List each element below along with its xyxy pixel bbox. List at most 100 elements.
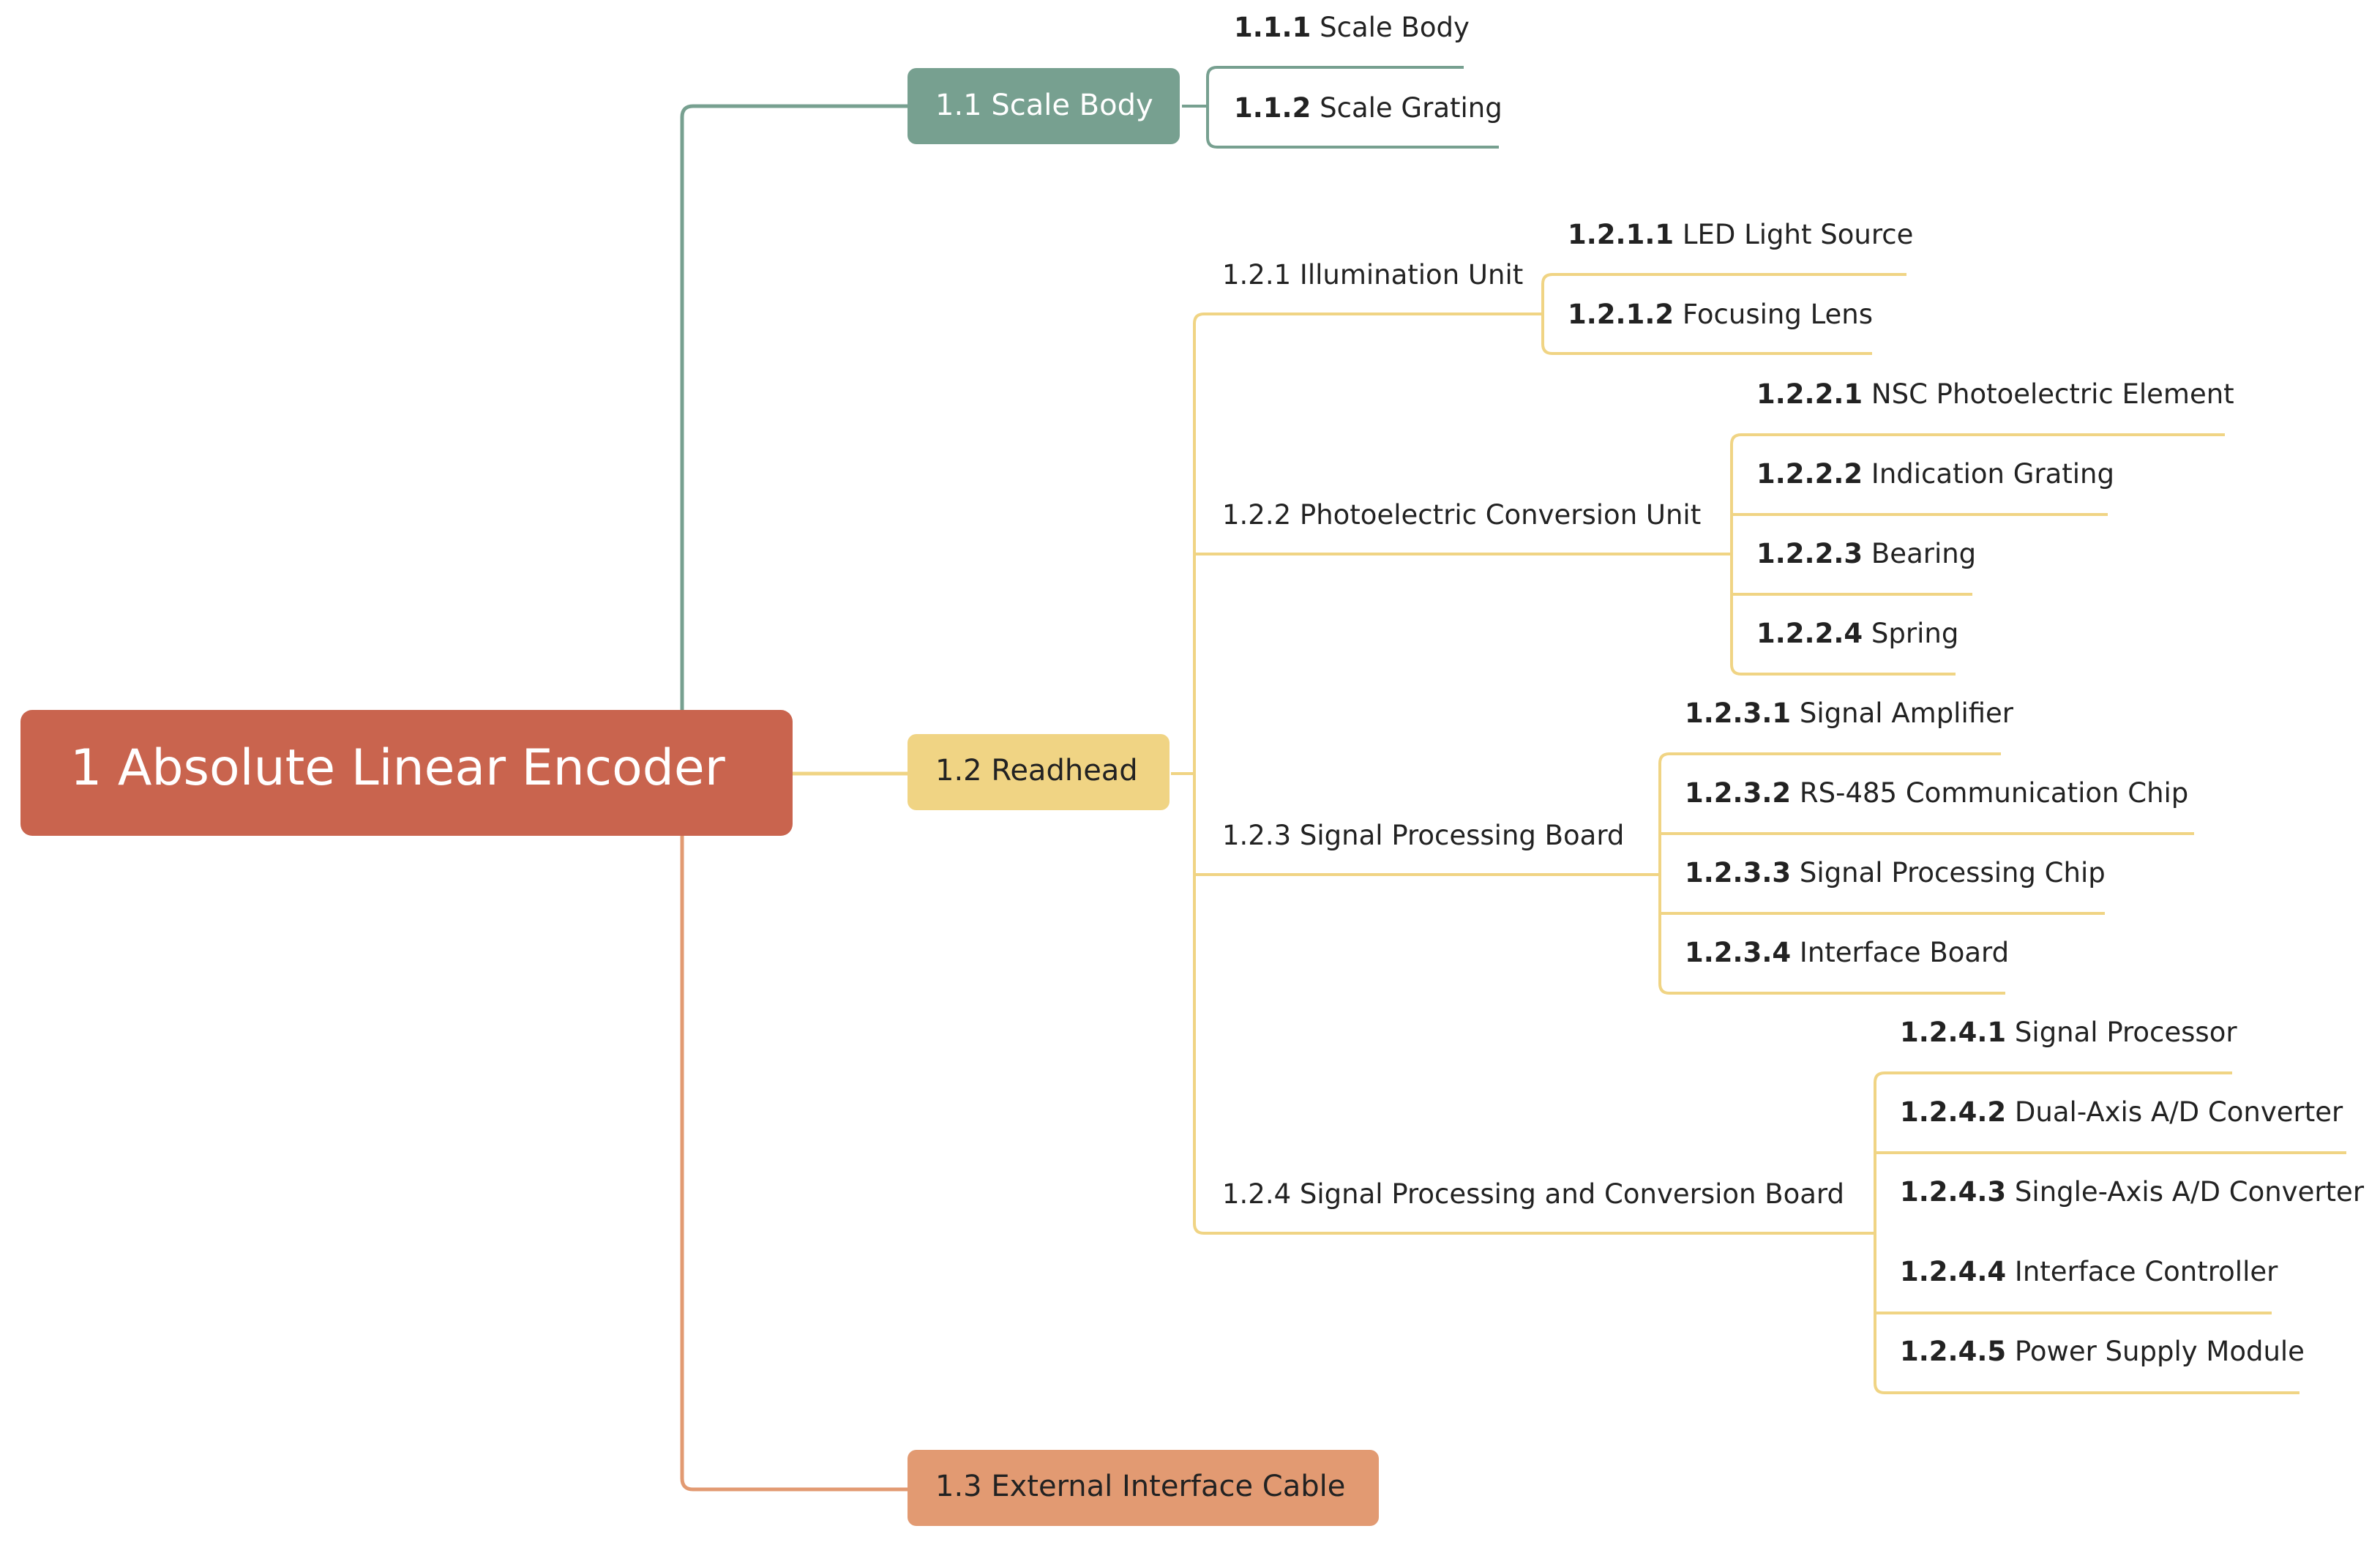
leaf-name: Single-Axis A/D Converter (2015, 1176, 2365, 1208)
subtopic-space (1311, 12, 1320, 43)
leaf-space (1863, 378, 1871, 410)
leaf-name: Signal Processor (2015, 1017, 2237, 1048)
subtopic-1.2.4-label[interactable]: 1.2.4 Signal Processing and Conversion B… (1222, 1178, 1844, 1210)
branch-node-readhead-box (908, 734, 1170, 810)
leaf-code: 1.2.3.4 (1685, 937, 1791, 968)
leaf-1.2.2.3[interactable]: 1.2.2.3 Bearing (1756, 538, 1976, 569)
leaf-1.2.3.2[interactable]: 1.2.3.2 RS-485 Communication Chip (1685, 777, 2188, 809)
leaf-space (2006, 1336, 2015, 1367)
leaf-name: Dual-Axis A/D Converter (2015, 1096, 2343, 1128)
leaf-space (2006, 1017, 2015, 1048)
svg-text:1.2.4.3 Single-Axis A/D Conver: 1.2.4.3 Single-Axis A/D Converter (1900, 1176, 2365, 1208)
connector-1.2.4.5 (1874, 1233, 2299, 1394)
subtopic-code: 1.1.1 (1234, 12, 1311, 43)
subtopic-1.1.2[interactable]: 1.1.2 Scale Grating (1234, 92, 1503, 124)
subtopic-name: Scale Grating (1320, 92, 1503, 124)
leaf-code: 1.2.2.4 (1756, 618, 1863, 649)
leaf-1.2.3.4[interactable]: 1.2.3.4 Interface Board (1685, 937, 2009, 968)
leaf-space (2006, 1256, 2015, 1287)
leaf-space (2006, 1096, 2015, 1128)
connector-1.2.3.1 (1658, 752, 2001, 875)
leaf-code: 1.2.4.1 (1900, 1017, 2006, 1048)
svg-text:1.2.2.1 NSC Photoelectric Elem: 1.2.2.1 NSC Photoelectric Element (1756, 378, 2234, 410)
leaf-code: 1.2.2.2 (1756, 458, 1863, 490)
leaf-1.2.4.2[interactable]: 1.2.4.2 Dual-Axis A/D Converter (1900, 1096, 2343, 1128)
leaf-space (1791, 697, 1800, 729)
leaf-1.2.4.3[interactable]: 1.2.4.3 Single-Axis A/D Converter (1900, 1176, 2365, 1208)
subtopic-1.1.1[interactable]: 1.1.1 Scale Body (1234, 12, 1470, 43)
leaf-code: 1.2.3.3 (1685, 857, 1791, 889)
svg-text:1.2.4.1 Signal Processor: 1.2.4.1 Signal Processor (1900, 1017, 2237, 1048)
leaf-code: 1.2.3.1 (1685, 697, 1791, 729)
leaf-code: 1.2.4.2 (1900, 1096, 2006, 1128)
leaf-1.2.2.2[interactable]: 1.2.2.2 Indication Grating (1756, 458, 2114, 490)
leaf-code: 1.2.1.2 (1568, 299, 1674, 330)
svg-text:1.2.4.4 Interface Controller: 1.2.4.4 Interface Controller (1900, 1256, 2278, 1287)
leaf-space (1863, 538, 1871, 569)
leaf-name: LED Light Source (1683, 219, 1913, 250)
leaf-code: 1.2.4.5 (1900, 1336, 2006, 1367)
svg-text:1.2.4.5 Power Supply Module: 1.2.4.5 Power Supply Module (1900, 1336, 2305, 1367)
branch-node-external-interface-cable[interactable]: 1.3 External Interface Cable (908, 1450, 1379, 1526)
leaf-1.2.4.1[interactable]: 1.2.4.1 Signal Processor (1900, 1017, 2237, 1048)
svg-text:1.1.2 Scale Grating: 1.1.2 Scale Grating (1234, 92, 1503, 124)
subtopic-1.2.1-label[interactable]: 1.2.1 Illumination Unit (1222, 259, 1523, 291)
connector-1.2.1.2 (1541, 314, 1872, 355)
leaf-name: RS-485 Communication Chip (1800, 777, 2188, 809)
connector-1.1.2 (1206, 106, 1499, 149)
branch-node-scale-body[interactable]: 1.1 Scale Body (908, 68, 1180, 144)
leaf-space (1674, 219, 1683, 250)
branch-node-readhead[interactable]: 1.2 Readhead (908, 734, 1170, 810)
root-node-label: 1 Absolute Linear Encoder (70, 739, 725, 797)
leaf-1.2.2.1[interactable]: 1.2.2.1 NSC Photoelectric Element (1756, 378, 2234, 410)
leaf-space (1791, 857, 1800, 889)
leaf-name: Signal Amplifier (1800, 697, 2014, 729)
leaf-1.2.4.5[interactable]: 1.2.4.5 Power Supply Module (1900, 1336, 2305, 1367)
leaf-1.2.1.1[interactable]: 1.2.1.1 LED Light Source (1568, 219, 1913, 250)
svg-text:1.2.3.2 RS-485 Communication C: 1.2.3.2 RS-485 Communication Chip (1685, 777, 2188, 809)
subtopic-1.2.3-label[interactable]: 1.2.3 Signal Processing Board (1222, 820, 1624, 851)
leaf-code: 1.2.4.4 (1900, 1256, 2006, 1287)
svg-text:1.2.4.2 Dual-Axis A/D Converte: 1.2.4.2 Dual-Axis A/D Converter (1900, 1096, 2343, 1128)
connector-1.2.2.1 (1730, 433, 2225, 554)
svg-text:1.1.1 Scale Body: 1.1.1 Scale Body (1234, 12, 1470, 43)
leaf-1.2.3.3[interactable]: 1.2.3.3 Signal Processing Chip (1685, 857, 2106, 889)
leaf-space (1791, 937, 1800, 968)
svg-text:1.2.2.2 Indication Grating: 1.2.2.2 Indication Grating (1756, 458, 2114, 490)
leaf-space (2006, 1176, 2015, 1208)
connector-root-cable (680, 834, 911, 1492)
branch-node-readhead-label: 1.2 Readhead (935, 754, 1138, 788)
leaf-space (1863, 458, 1871, 490)
leaf-code: 1.2.4.3 (1900, 1176, 2006, 1208)
leaf-code: 1.2.3.2 (1685, 777, 1791, 809)
connector-1.2.3.4 (1658, 875, 2005, 995)
leaf-name: Focusing Lens (1683, 299, 1873, 330)
leaf-1.2.1.2[interactable]: 1.2.1.2 Focusing Lens (1568, 299, 1873, 330)
leaf-name: NSC Photoelectric Element (1871, 378, 2234, 410)
leaf-1.2.4.4[interactable]: 1.2.4.4 Interface Controller (1900, 1256, 2278, 1287)
leaf-code: 1.2.2.3 (1756, 538, 1863, 569)
root-node-box (20, 710, 793, 836)
leaf-1.2.3.1[interactable]: 1.2.3.1 Signal Amplifier (1685, 697, 2014, 729)
connector-lines (680, 66, 2346, 1492)
svg-text:1.2.2.3 Bearing: 1.2.2.3 Bearing (1756, 538, 1976, 569)
svg-text:1.2.3.3 Signal Processing Chip: 1.2.3.3 Signal Processing Chip (1685, 857, 2106, 889)
svg-text:1.2.3.1 Signal Amplifier: 1.2.3.1 Signal Amplifier (1685, 697, 2014, 729)
leaf-name: Power Supply Module (2015, 1336, 2305, 1367)
connector-1.1.1 (1206, 66, 1464, 106)
leaf-space (1791, 777, 1800, 809)
subtopic-1.2.2-label[interactable]: 1.2.2 Photoelectric Conversion Unit (1222, 499, 1701, 531)
leaf-name: Spring (1871, 618, 1958, 649)
subtopic-space (1311, 92, 1320, 124)
leaf-name: Indication Grating (1871, 458, 2114, 490)
root-node[interactable]: 1 Absolute Linear Encoder (20, 710, 793, 836)
leaf-name: Interface Controller (2015, 1256, 2278, 1287)
branch-node-external-interface-cable-box (908, 1450, 1379, 1526)
connector-1.2.4.1 (1874, 1071, 2232, 1233)
branch-node-external-interface-cable-label: 1.3 External Interface Cable (935, 1470, 1345, 1503)
svg-text:1.2.3.4 Interface Board: 1.2.3.4 Interface Board (1685, 937, 2009, 968)
connector-1.2.1.1 (1541, 273, 1906, 314)
subtopic-code: 1.1.2 (1234, 92, 1311, 124)
connector-root-scale-body (680, 104, 911, 710)
leaf-1.2.2.4[interactable]: 1.2.2.4 Spring (1756, 618, 1958, 649)
